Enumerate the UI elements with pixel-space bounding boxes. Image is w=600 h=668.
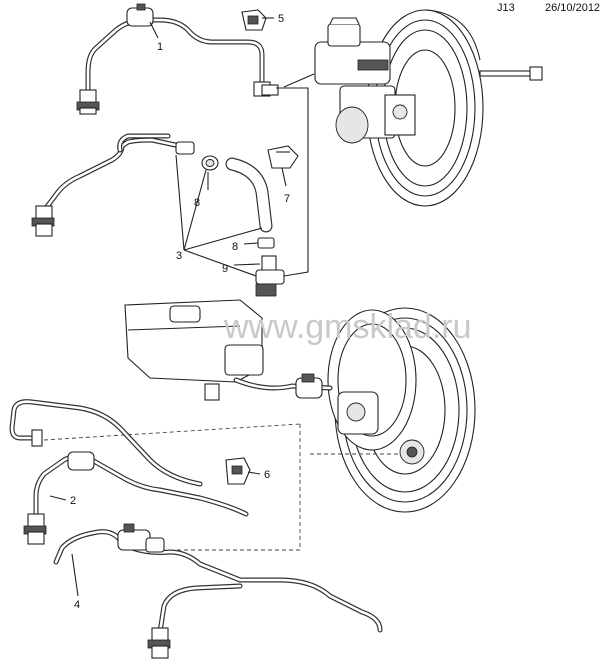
connector-9 — [255, 255, 285, 297]
callout-1: 1 — [157, 41, 163, 53]
callout-6: 6 — [264, 469, 270, 481]
vacuum-pipe-3 — [31, 133, 195, 237]
ring-8-upper — [201, 155, 219, 171]
callout-2: 2 — [70, 495, 76, 507]
callout-8-upper: 8 — [194, 197, 200, 209]
clip-6 — [225, 457, 251, 485]
callout-8-lower: 8 — [232, 241, 238, 253]
booster-vacuum-hose — [225, 157, 273, 233]
callout-4: 4 — [74, 599, 80, 611]
callout-7: 7 — [284, 193, 290, 205]
diagram-code: J13 — [497, 2, 515, 14]
callout-5: 5 — [278, 13, 284, 25]
vacuum-pipe-4 — [53, 523, 383, 659]
clip-7 — [267, 145, 299, 169]
bottom-leader-lines — [49, 471, 261, 597]
sleeve-8-lower — [257, 237, 275, 249]
bottom-dashed-lines — [43, 423, 400, 551]
master-cylinder-upper — [314, 17, 416, 144]
watermark-text: www.gmsklad.ru — [223, 308, 472, 346]
vacuum-pipe-1 — [76, 3, 279, 115]
callout-3: 3 — [176, 250, 182, 262]
clip-5 — [241, 9, 267, 31]
callout-9: 9 — [222, 263, 228, 275]
master-cylinder-lower — [124, 299, 333, 401]
brake-booster-lower — [327, 307, 476, 513]
vacuum-pipe-2 — [9, 399, 249, 545]
top-leader-lines — [149, 17, 315, 277]
diagram-date: 26/10/2012 — [545, 2, 600, 14]
